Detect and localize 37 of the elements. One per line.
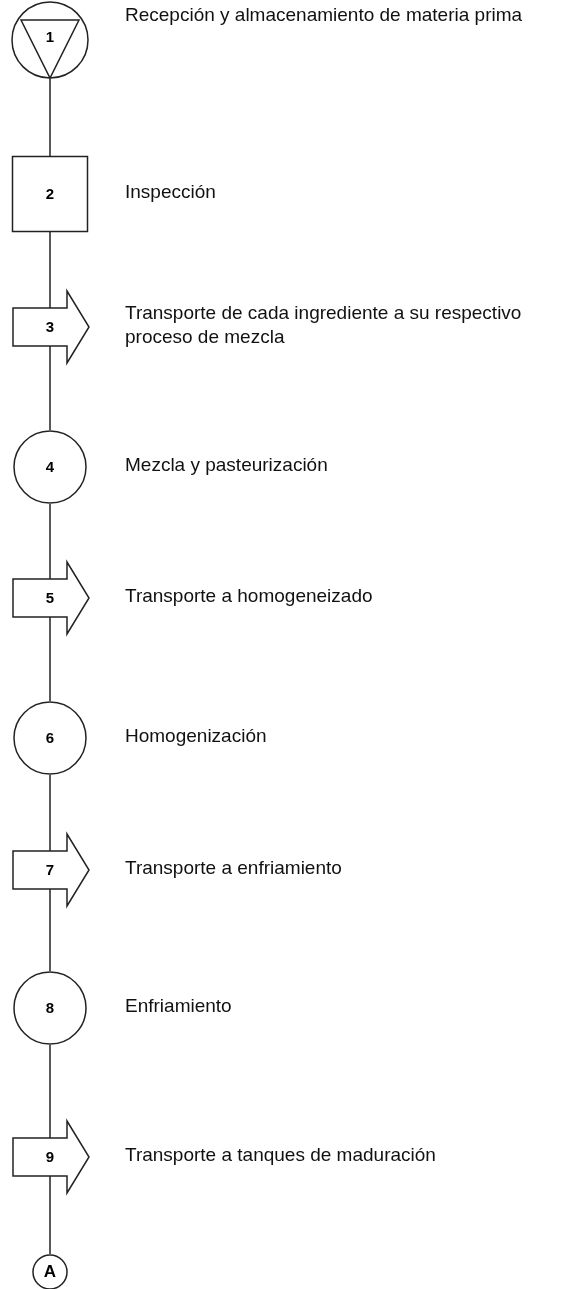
- flow-line: [49, 774, 51, 852]
- flow-line: [49, 231, 51, 309]
- step-description: Transporte de cada ingrediente a su respectivo proceso de mezcla: [125, 301, 523, 349]
- flow-line: [49, 616, 51, 702]
- transport-arrow: [12, 561, 90, 635]
- operation-circle: [13, 971, 87, 1045]
- transport-arrow: [12, 1120, 90, 1194]
- step-description: Mezcla y pasteurización: [125, 453, 329, 477]
- step-description: Recepción y almacenamiento de materia prima: [125, 3, 524, 27]
- step-number: 1: [44, 29, 56, 44]
- step-number: 9: [44, 1149, 56, 1164]
- step-number: 4: [44, 459, 56, 474]
- step-number: 5: [44, 590, 56, 605]
- operation-circle: [13, 701, 87, 775]
- step-description: Inspección: [125, 180, 217, 204]
- flow-line: [49, 78, 51, 157]
- operation-circle: [13, 430, 87, 504]
- flow-line: [49, 1044, 51, 1139]
- step-number: 2: [44, 186, 56, 201]
- step-number: 7: [44, 862, 56, 877]
- flow-line: [49, 888, 51, 972]
- step-number: A: [42, 1263, 58, 1280]
- step-description: Transporte a tanques de maduración: [125, 1143, 437, 1167]
- step-description: Transporte a enfriamiento: [125, 856, 343, 880]
- step-number: 3: [44, 319, 56, 334]
- step-number: 6: [44, 730, 56, 745]
- step-description: Homogenización: [125, 724, 268, 748]
- flow-line: [49, 345, 51, 431]
- step-description: Transporte a homogeneizado: [125, 584, 374, 608]
- inspection-box: [12, 156, 88, 232]
- storage-symbol: [11, 1, 89, 79]
- transport-arrow: [12, 290, 90, 364]
- transport-arrow: [12, 833, 90, 907]
- flow-line: [49, 503, 51, 580]
- step-number: 8: [44, 1000, 56, 1015]
- step-description: Enfriamiento: [125, 994, 233, 1018]
- flow-line: [49, 1175, 51, 1255]
